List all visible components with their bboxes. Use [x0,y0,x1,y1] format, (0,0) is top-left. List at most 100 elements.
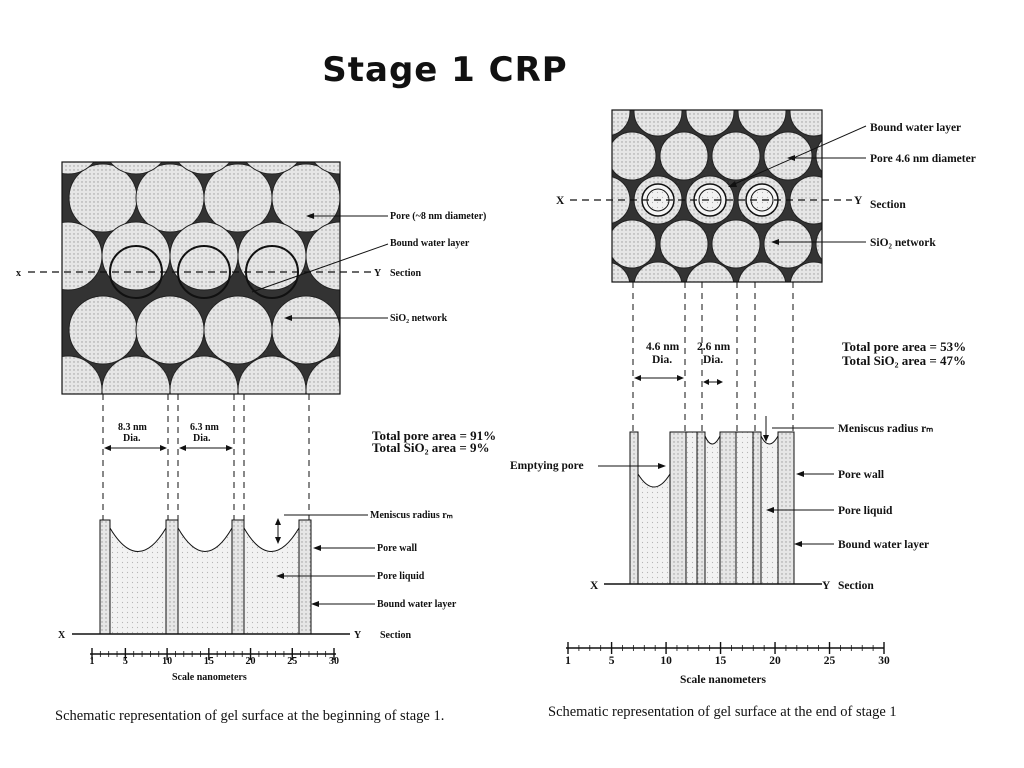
pore-circle [612,262,631,282]
pore-circle [633,261,683,282]
pore-circle [169,355,239,394]
scale-tick-label: 1 [90,656,95,667]
pore-circle [711,131,761,181]
right-drop-lines [632,282,794,432]
left-dimension-1: 8.3 nm Dia. [104,422,167,451]
svg-text:8.3 nm: 8.3 nm [118,422,148,433]
scale-tick-label: 20 [769,655,781,667]
pore-circle [313,162,340,175]
svg-text:Dia.: Dia. [652,354,672,366]
pore-circle [737,110,787,137]
scale-tick-label: 30 [329,656,339,667]
pore-circle [612,131,657,181]
right-cross-section [629,431,795,585]
scale-tick-label: 10 [660,655,672,667]
left-y2-label: Y [354,630,362,641]
svg-text:2.6 nm: 2.6 nm [697,341,731,353]
right-caption: Schematic representation of gel surface … [548,704,897,720]
scale-tick-label: 1 [565,655,571,667]
right-pore-liquid-label: Pore liquid [838,505,893,517]
left-bound-water-label: Bound water layer [390,238,470,249]
left-pore-liquid-label: Pore liquid [377,571,425,582]
scale-tick-label: 15 [204,656,214,667]
right-meniscus-label: Meniscus radius rₘ [838,423,933,435]
right-emptying-pore-label: Emptying pore [510,460,584,472]
pore-circle [177,162,231,175]
right-y2-label: Y [822,580,831,592]
left-total-sio2-area: Total SiO₂ area = 9% [372,440,489,455]
pore-circle [633,110,683,137]
pore-circle [305,221,340,291]
left-drop-lines [102,394,310,520]
right-pore-wall-label: Pore wall [838,469,884,481]
pore-circle [815,227,822,261]
pore-circle [659,219,709,269]
left-sio2-label: SiO₂ network [390,313,448,324]
pore-circle [62,162,95,175]
pore-circle [815,139,822,173]
scale-tick-label: 25 [287,656,297,667]
pore-circle [763,219,813,269]
pore-circle [203,295,273,365]
right-pore-circles [612,110,822,282]
left-pore-circles [62,162,340,394]
right-total-sio2-area: Total SiO₂ area = 47% [842,353,966,368]
left-y-label: Y [374,268,382,279]
left-x2-label: X [58,630,66,641]
right-x-label: X [556,195,565,207]
pore-circle [737,261,787,282]
scale-tick-label: 25 [824,655,836,667]
pore-circle [763,131,813,181]
pore-circle [685,110,735,137]
scale-tick-label: 15 [715,655,727,667]
svg-text:4.6 nm: 4.6 nm [646,341,680,353]
pore-circle [203,163,273,233]
pore-circle [62,221,103,291]
pore-circle [659,131,709,181]
pore-circle [789,110,822,137]
pore-circle [109,162,163,175]
right-dimension-2: 2.6 nm Dia. [697,341,731,385]
left-section-label: Section [390,268,422,279]
pore-circle [612,219,657,269]
right-sio2-label: SiO₂ network [870,237,936,249]
pore-circle [305,355,340,394]
left-total-pore-area: Total pore area = 91% [372,428,496,443]
right-pore-label: Pore 4.6 nm diameter [870,153,976,165]
svg-text:Dia.: Dia. [703,354,723,366]
pore-circle [685,261,735,282]
left-x-label: x [16,268,21,279]
pore-circle [68,163,138,233]
pore-circle [101,355,171,394]
right-x2-label: X [590,580,599,592]
pore-circle [271,295,340,365]
left-section2-label: Section [380,630,412,641]
pore-circle [245,162,299,175]
pore-circle [62,355,103,394]
pore-circle [237,355,307,394]
left-pore-wall-label: Pore wall [377,543,417,554]
left-pore-label: Pore (~8 nm diameter) [390,211,486,222]
svg-text:Dia.: Dia. [123,433,141,444]
slide-title: Stage 1 CRP [322,50,568,90]
scale-tick-label: 5 [123,656,128,667]
svg-text:6.3 nm: 6.3 nm [190,422,220,433]
pore-circle [789,261,822,282]
left-panel: x Y Section Pore (~8 nm diameter) Bound … [16,161,496,724]
left-network-block [62,162,340,394]
pore-circle [612,110,631,136]
right-bound-water-label-2: Bound water layer [838,539,929,551]
scale-tick-label: 30 [878,655,890,667]
pore-circle [68,295,138,365]
right-panel: X Y Section Bound water layer Pore 4.6 n… [510,109,976,720]
pore-circle [135,163,205,233]
left-caption: Schematic representation of gel surface … [55,708,444,724]
left-cross-section [99,519,312,635]
left-dimension-2: 6.3 nm Dia. [179,422,233,451]
right-scale-label: Scale nanometers [680,674,766,686]
right-total-pore-area: Total pore area = 53% [842,339,966,354]
right-y-label: Y [854,195,863,207]
